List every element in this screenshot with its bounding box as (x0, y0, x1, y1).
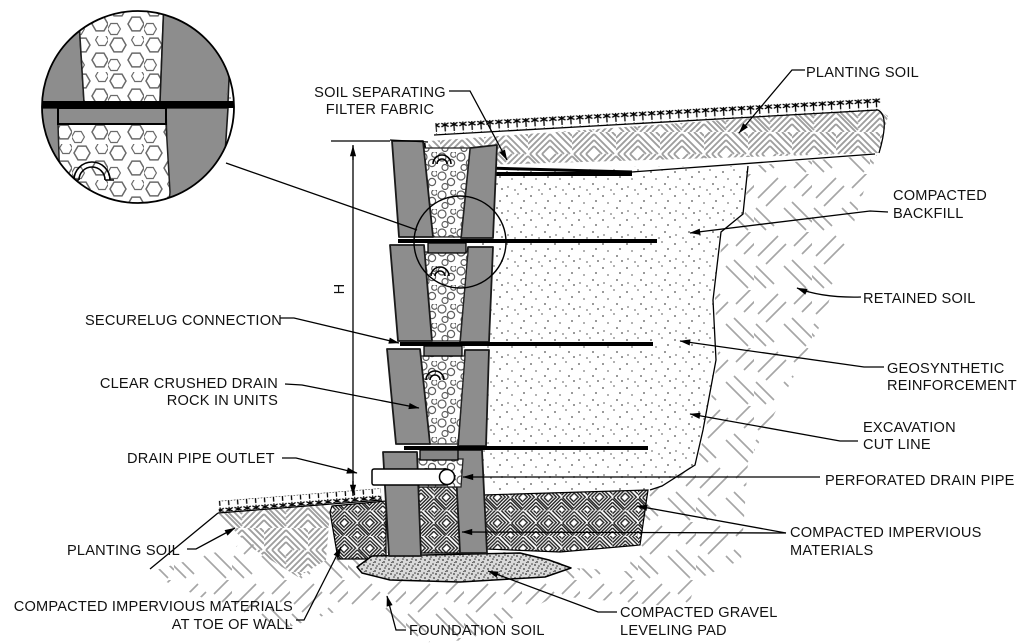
label-toe-impervious-2: AT TOE OF WALL (172, 617, 293, 633)
label-planting-soil-top: PLANTING SOIL (806, 65, 919, 81)
label-soil-separating-filter-fabric-2: FILTER FABRIC (326, 102, 435, 118)
retained-soil-region (628, 155, 877, 578)
lug-clip-symbols (425, 154, 452, 381)
planting-soil-top-region (428, 98, 888, 166)
label-geosynthetic-1: GEOSYNTHETIC (887, 361, 1005, 377)
label-compacted-impervious-2: MATERIALS (790, 543, 873, 559)
planting-soil-front-region (149, 488, 383, 577)
label-planting-soil-bottom: PLANTING SOIL (67, 543, 180, 559)
impervious-behind-wall-region (414, 486, 649, 554)
detail-bubble (41, 10, 235, 204)
leader-lines (187, 69, 889, 631)
securelug-bars (419, 242, 467, 461)
label-compacted-impervious-1: COMPACTED IMPERVIOUS (790, 525, 982, 541)
wall-height-dimension: H (331, 140, 390, 496)
label-gravel-pad-2: LEVELING PAD (620, 623, 727, 639)
annotation-labels: SOIL SEPARATING FILTER FABRIC PLANTING S… (14, 65, 1017, 639)
excavation-cut-line (649, 165, 749, 491)
compacted-backfill-region (452, 166, 748, 490)
gravel-leveling-pad (356, 552, 572, 583)
label-drain-rock-2: ROCK IN UNITS (167, 393, 278, 409)
label-geosynthetic-2: REINFORCEMENT (887, 378, 1017, 394)
detail-indicator-circle (413, 195, 507, 289)
geogrid-layers (398, 239, 657, 450)
label-compacted-backfill-1: COMPACTED (893, 188, 987, 204)
label-excavation-1: EXCAVATION (863, 420, 956, 436)
perforated-drain-pipe-section (438, 468, 456, 486)
label-securelug-connection: SECURELUG CONNECTION (85, 313, 282, 329)
label-retained-soil: RETAINED SOIL (863, 291, 976, 307)
label-drain-pipe-outlet: DRAIN PIPE OUTLET (127, 451, 275, 467)
label-gravel-pad-1: COMPACTED GRAVEL (620, 605, 778, 621)
label-soil-separating-filter-fabric-1: SOIL SEPARATING (314, 85, 446, 101)
label-compacted-backfill-2: BACKFILL (893, 206, 964, 222)
toe-impervious-region (329, 500, 387, 560)
dimension-h-label: H (332, 284, 348, 295)
label-excavation-2: CUT LINE (863, 437, 931, 453)
label-foundation-soil: FOUNDATION SOIL (409, 623, 545, 639)
detail-leader-line (225, 162, 418, 231)
drain-pipe-outlet-pipe (371, 468, 456, 486)
label-drain-rock-1: CLEAR CRUSHED DRAIN (100, 376, 278, 392)
label-perforated-drain-pipe: PERFORATED DRAIN PIPE (825, 473, 1015, 489)
label-toe-impervious-1: COMPACTED IMPERVIOUS MATERIALS (14, 599, 293, 615)
